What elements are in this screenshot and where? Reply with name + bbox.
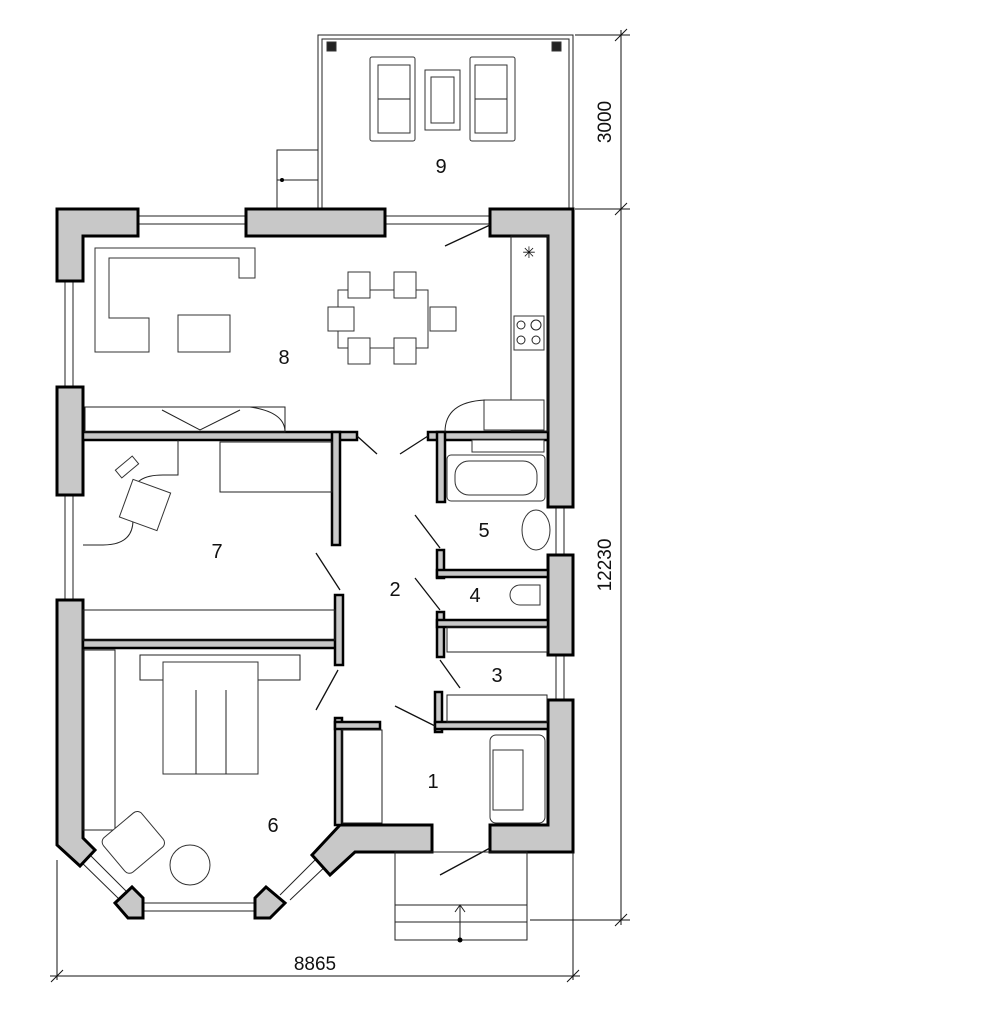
exterior-walls [55, 207, 575, 920]
coffee-table [424, 69, 461, 131]
dimension-lines [50, 28, 630, 983]
wardrobes [82, 609, 548, 831]
hood-icon: ✳ [522, 245, 535, 262]
room-label-5: 5 [478, 520, 489, 542]
terrace [276, 34, 574, 211]
room-label-8: 8 [278, 347, 289, 369]
room-label-1: 1 [427, 771, 438, 793]
room-label-7: 7 [211, 541, 222, 563]
room-label-4: 4 [469, 585, 480, 607]
room-label-3: 3 [491, 665, 502, 687]
interior-walls [81, 430, 550, 827]
dimension-width: 8865 [294, 954, 336, 975]
bedroom-furniture [101, 654, 301, 886]
room-label-2: 2 [389, 579, 400, 601]
dimension-terrace: 3000 [595, 101, 616, 143]
room-label-9: 9 [435, 156, 446, 178]
room-label-6: 6 [267, 815, 278, 837]
bathroom-fixtures [446, 454, 551, 606]
armchair-right [469, 56, 516, 142]
living-furniture: ✳ [84, 235, 549, 453]
office-furniture [83, 440, 333, 546]
doors [315, 224, 491, 876]
dimension-length: 12230 [595, 539, 616, 592]
armchair-left [369, 56, 416, 142]
hall-furniture [394, 734, 546, 943]
